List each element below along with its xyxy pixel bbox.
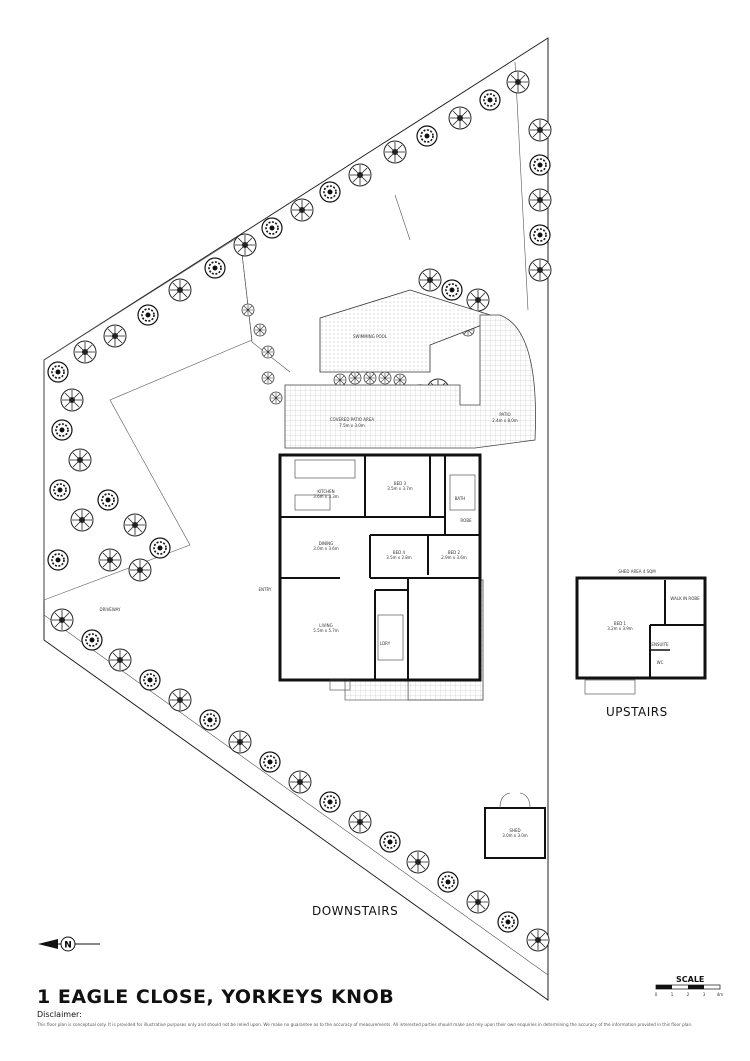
compass-letter: N	[64, 941, 72, 951]
room-labels: KITCHEN 3.6m x 3.3m BED 3 3.5m x 3.7m BA…	[100, 481, 473, 646]
robe-label: ROBE	[460, 518, 472, 523]
bed2-size: 2.9m x 3.6m	[441, 555, 467, 560]
property-address: 1 EAGLE CLOSE, YORKEYS KNOB	[37, 986, 395, 1008]
shed-label: SHED	[509, 828, 520, 833]
scale-title: SCALE	[676, 975, 705, 984]
downstairs-label: DOWNSTAIRS	[312, 904, 399, 918]
kitchen-size: 3.6m x 3.3m	[313, 494, 339, 499]
bed1-size: 3.2m x 3.9m	[607, 626, 633, 631]
kitchen-label: KITCHEN	[317, 489, 334, 494]
shed-area-label: SHED AREA 4 SQM	[618, 569, 656, 574]
scale-tick: 3	[703, 992, 706, 997]
pool-label: SWIMMING POOL	[353, 334, 388, 339]
dining-label: DINING	[319, 541, 334, 546]
upstairs-plan: SHED AREA 4 SQM BED 1 3.2m x 3.9m WALK I…	[575, 569, 707, 695]
covered-patio-size: 7.5m x 3.0m	[339, 423, 365, 428]
bed3-size: 3.5m x 3.7m	[387, 486, 413, 491]
disclaimer-text: This floor plan is conceptual only. It i…	[37, 1022, 693, 1027]
driveway-label: DRIVEWAY	[100, 607, 121, 612]
shed-size: 3.0m x 3.0m	[502, 833, 528, 838]
upstairs-label: UPSTAIRS	[606, 705, 668, 719]
north-arrow-icon: N	[38, 936, 100, 952]
bed4-label: BED 4	[393, 550, 406, 555]
laundry-label: LDRY	[380, 641, 391, 646]
living-size: 5.5m x 5.7m	[313, 628, 339, 633]
ensuite-label: ENSUITE	[651, 642, 669, 647]
bed1-label: BED 1	[614, 621, 627, 626]
scale-tick: 2	[687, 992, 690, 997]
wc-label: WC	[657, 660, 664, 665]
bed2-label: BED 2	[448, 550, 461, 555]
bath-label: BATH	[455, 496, 466, 501]
scale-bar: 0 1 2 3 4m	[655, 984, 724, 997]
scale-tick: 0	[655, 992, 658, 997]
scale-tick: 4m	[717, 992, 724, 997]
bed4-size: 3.5m x 2.8m	[386, 555, 412, 560]
walk-in-robe-label: WALK IN ROBE	[670, 596, 700, 601]
bed3-label: BED 3	[394, 481, 407, 486]
disclaimer-label: Disclaimer:	[37, 1010, 82, 1019]
covered-patio-label: COVERED PATIO AREA	[330, 417, 374, 422]
dining-size: 3.0m x 3.6m	[313, 546, 339, 551]
living-label: LIVING	[319, 623, 332, 628]
rear-patio-size: 2.4m x 8.0m	[492, 418, 518, 423]
entry-label: ENTRY	[259, 587, 272, 592]
scale-tick: 1	[671, 992, 674, 997]
shed: SHED 3.0m x 3.0m	[484, 792, 546, 859]
house-walls	[278, 453, 482, 691]
rear-patio-label: PATIO	[499, 412, 510, 417]
